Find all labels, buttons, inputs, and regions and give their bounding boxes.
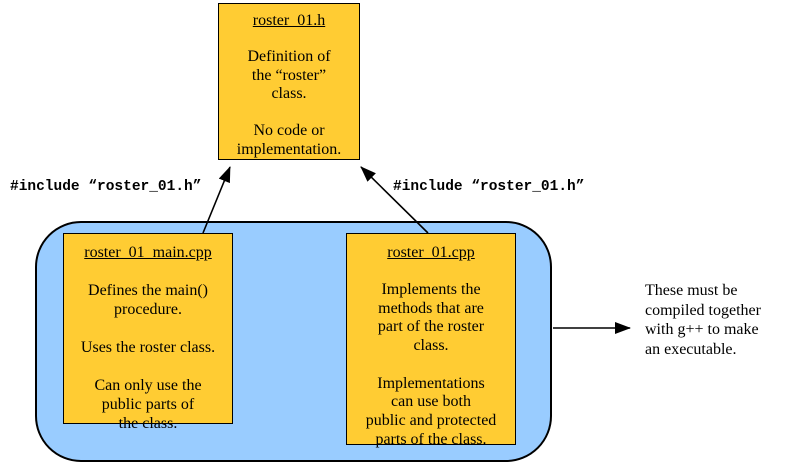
header-file-name: roster_01.h: [252, 12, 326, 29]
main-cpp-description: Defines the main() procedure. Uses the r…: [80, 282, 216, 432]
impl-cpp-file-box: roster_01.cpp Implements the methods tha…: [346, 233, 516, 448]
impl-cpp-description: Implements the methods that are part of …: [365, 281, 497, 448]
main-cpp-file-name: roster_01_main.cpp: [84, 244, 212, 261]
include-directive-label-right: #include “roster_01.h”: [393, 179, 585, 195]
include-directive-label-left: #include “roster_01.h”: [10, 179, 202, 195]
header-file-description: Definition of the “roster” class. No cod…: [236, 48, 342, 158]
main-cpp-file-box: roster_01_main.cpp Defines the main() pr…: [63, 233, 233, 432]
header-file-box: roster_01.h Definition of the “roster” c…: [218, 3, 360, 160]
impl-cpp-file-name: roster_01.cpp: [387, 244, 475, 261]
compile-note: These must be compiled together with g++…: [645, 282, 761, 358]
